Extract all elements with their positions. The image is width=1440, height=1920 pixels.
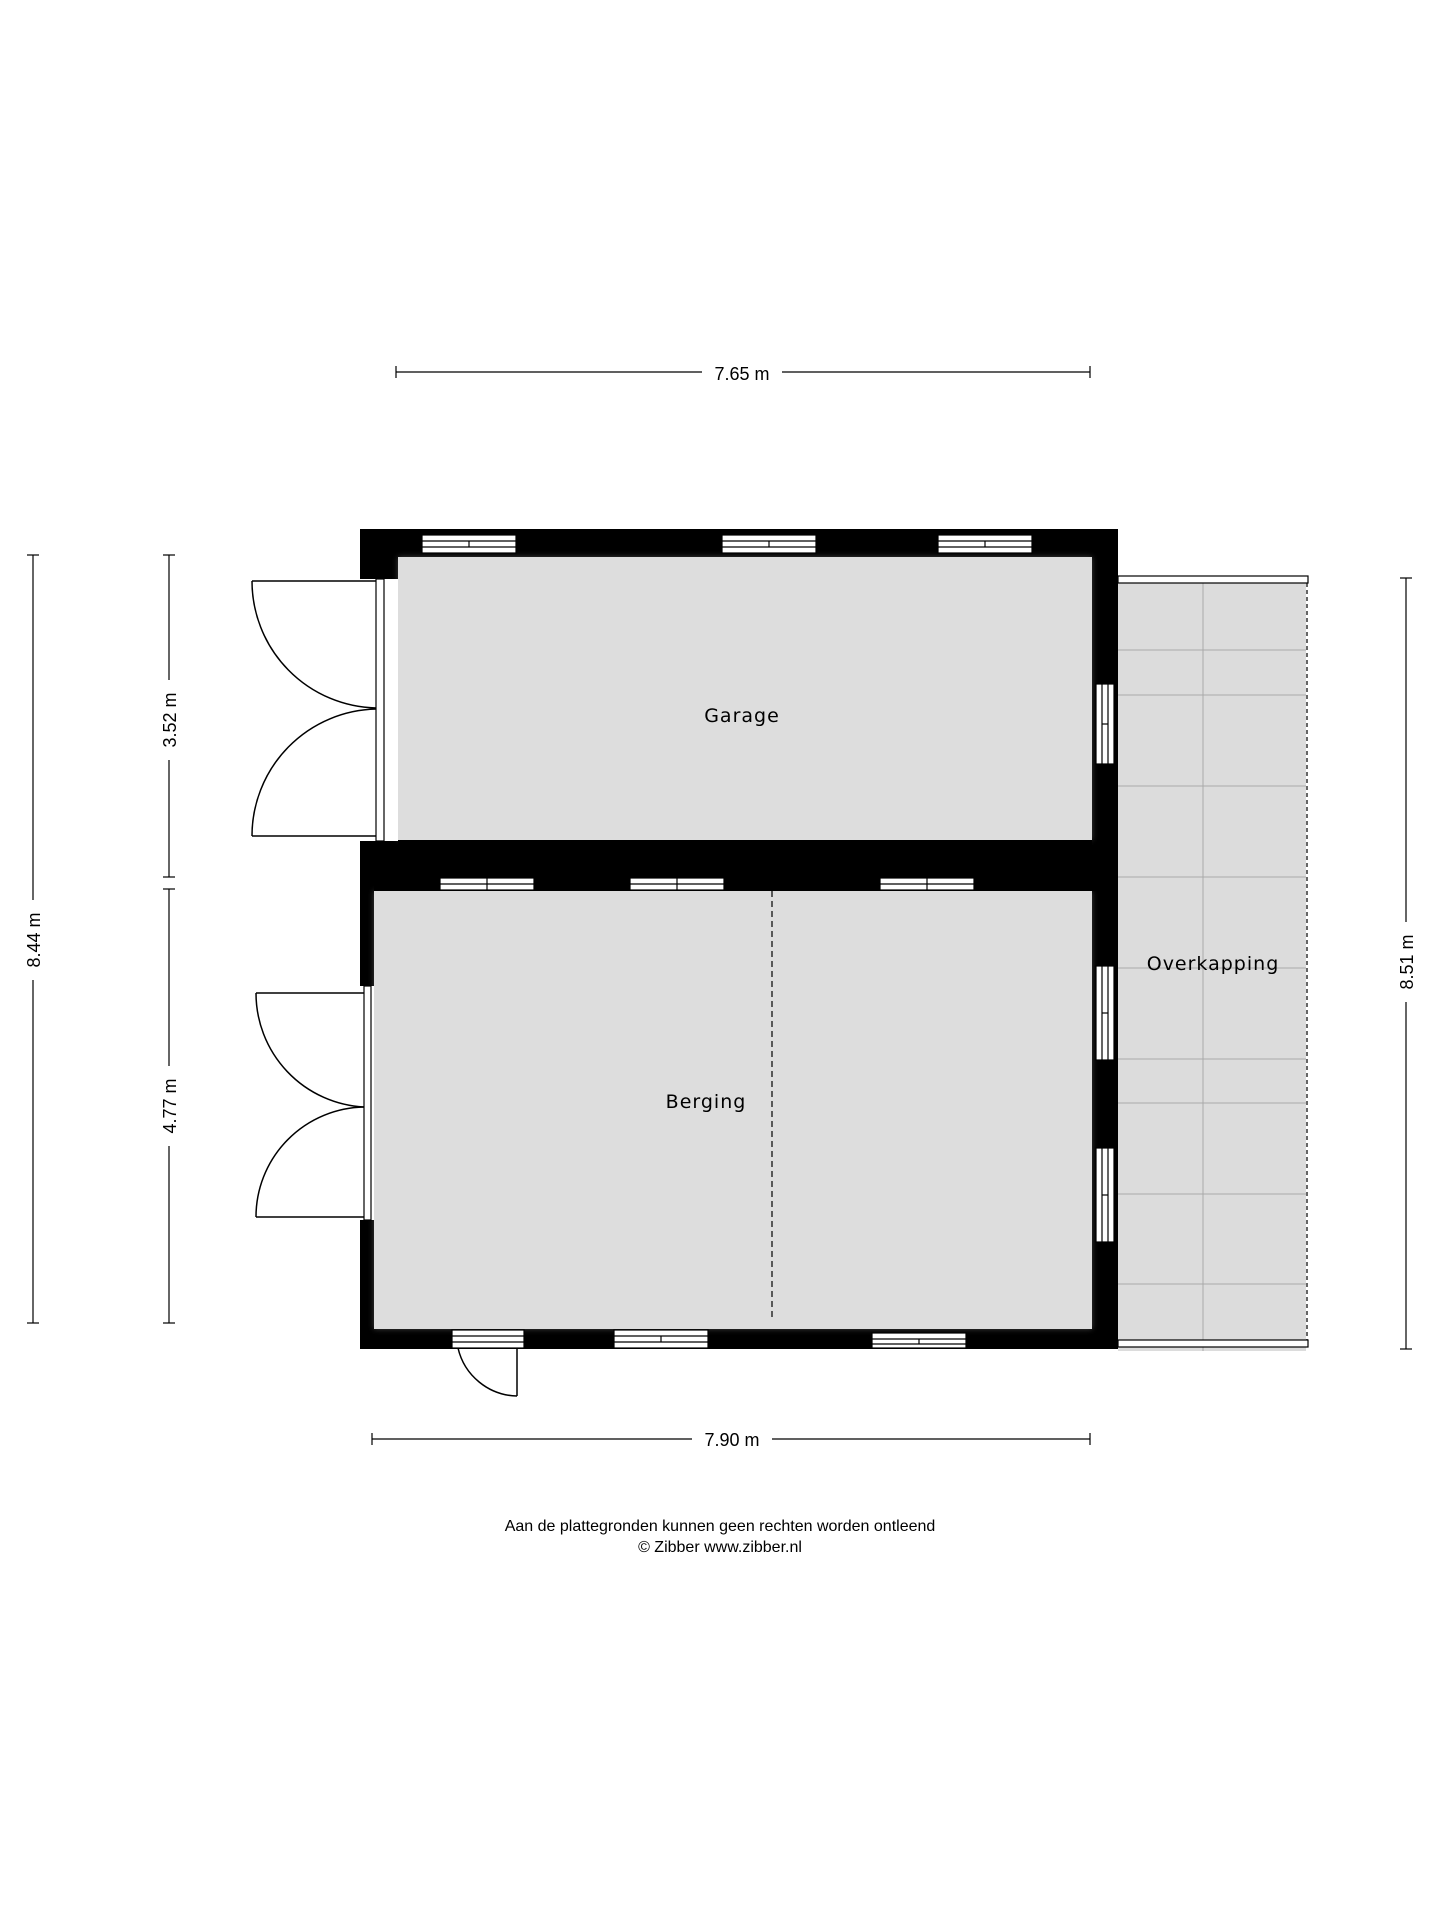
dimension-lines [27, 366, 1412, 1445]
berging-side-door [457, 1347, 518, 1397]
window-top-3 [937, 534, 1033, 554]
window-bottom-1 [451, 1329, 525, 1349]
doors [251, 580, 518, 1397]
dim-left-lower: 4.77 m [160, 1078, 180, 1133]
window-right-3 [1095, 1147, 1115, 1243]
garage-door-lower [251, 708, 377, 837]
room-floors [374, 557, 1092, 1329]
berging-door-upper [255, 992, 365, 1108]
windows [421, 534, 1115, 1349]
room-label-berging: Berging [666, 1091, 747, 1113]
dim-top-width: 7.65 m [714, 364, 769, 384]
window-bottom-3 [871, 1332, 967, 1349]
overkapping-area [1117, 575, 1309, 1351]
window-interior-2 [629, 877, 725, 891]
window-right-1 [1095, 683, 1115, 765]
window-interior-3 [879, 877, 975, 891]
window-right-2 [1095, 965, 1115, 1061]
room-label-garage: Garage [704, 705, 780, 727]
window-top-1 [421, 534, 517, 554]
garage-door-upper [251, 580, 377, 709]
window-top-2 [721, 534, 817, 554]
dim-right-total: 8.51 m [1397, 934, 1417, 989]
footer-disclaimer: Aan de plattegronden kunnen geen rechten… [504, 1518, 936, 1535]
dim-left-total: 8.44 m [24, 912, 44, 967]
window-interior-1 [439, 877, 535, 891]
dim-bottom-width: 7.90 m [704, 1430, 759, 1450]
berging-door-lower [255, 1106, 365, 1218]
dim-left-upper: 3.52 m [160, 692, 180, 747]
window-bottom-2 [613, 1329, 709, 1349]
footer-copyright: © Zibber www.zibber.nl [638, 1539, 802, 1556]
room-label-overkapping: Overkapping [1147, 953, 1280, 975]
